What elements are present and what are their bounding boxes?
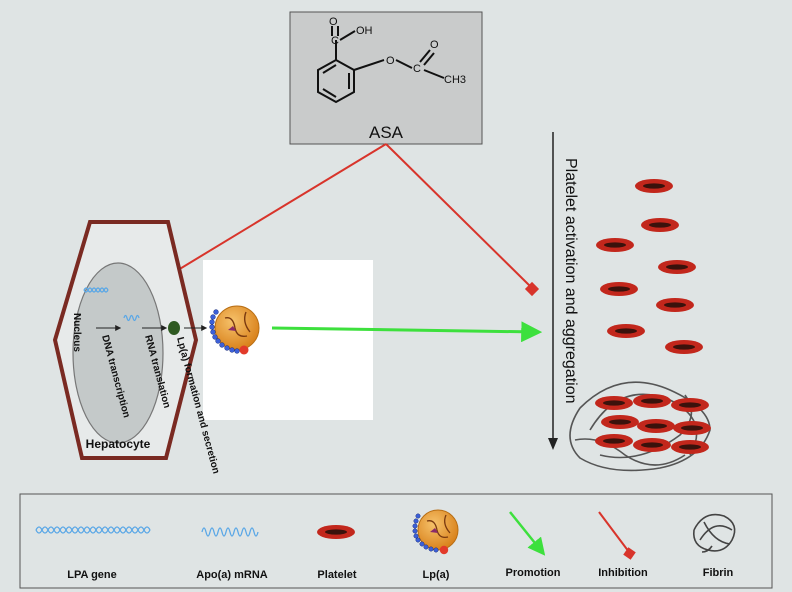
legend-item-lpa-gene: LPA gene: [35, 526, 151, 581]
platelet-icon: [641, 218, 679, 232]
platelet-icon: [665, 340, 703, 354]
legend-label-apoa-mrna: Apo(a) mRNA: [196, 569, 268, 581]
platelet-icon: [637, 419, 675, 433]
legend-label-lpa-gene: LPA gene: [67, 569, 117, 581]
platelet-icon: [601, 415, 639, 429]
drug-name: ASA: [369, 123, 404, 142]
carbonyl-oxygen-label: O: [430, 39, 439, 51]
legend-item-platelet: Platelet: [317, 525, 357, 581]
platelet-icon: [595, 396, 633, 410]
process-arrow: [548, 132, 558, 450]
legend-label-fibrin: Fibrin: [703, 567, 734, 579]
lpa-particle-icon: [209, 305, 260, 355]
apoa-protein-icon: [168, 321, 180, 335]
inhibition-arrow-to-platelets: [385, 143, 540, 297]
platelet-icon: [671, 398, 709, 412]
legend-item-fibrin: Fibrin: [692, 513, 736, 579]
legend-label-platelet: Platelet: [317, 569, 356, 581]
platelet-icon: [658, 260, 696, 274]
promotion-arrow-icon: [509, 511, 546, 556]
nucleus-label: Nucleus: [71, 313, 82, 352]
nucleus: [72, 262, 164, 444]
platelet-icon: [635, 179, 673, 193]
platelet-icon: [596, 238, 634, 252]
legend-item-lpa: Lp(a): [412, 509, 459, 581]
legend-item-apoa-mrna: Apo(a) mRNA: [196, 527, 268, 581]
platelets-scattered: [596, 179, 703, 354]
carboxyl-carbon-label: C: [331, 35, 339, 47]
methyl-label: CH3: [444, 74, 466, 86]
promotion-arrow: [271, 321, 543, 343]
fibrin-icon: [692, 513, 736, 553]
process-label: Platelet activation and aggregation: [562, 158, 579, 404]
platelet-icon: [633, 394, 671, 408]
ester-oxygen-label: O: [386, 55, 395, 67]
legend-label-promotion: Promotion: [506, 567, 561, 579]
legend: LPA gene Apo(a) mRNA Platelet: [19, 493, 773, 589]
platelet-icon: [633, 438, 671, 452]
asa-structure-box: O C OH O C O CH3 ASA: [289, 11, 483, 145]
platelet-icon: [656, 298, 694, 312]
platelet-icon: [607, 324, 645, 338]
inhibition-arrow-icon: [598, 511, 630, 553]
platelet-icon: [595, 434, 633, 448]
hydroxyl-label: OH: [356, 25, 373, 37]
lpa-gene-icon: [35, 526, 151, 534]
platelet-icon: [600, 282, 638, 296]
legend-item-promotion: Promotion: [506, 511, 561, 579]
carboxyl-oxygen-label: O: [329, 16, 338, 28]
legend-label-inhibition: Inhibition: [598, 567, 648, 579]
ester-carbon-label: C: [413, 63, 421, 75]
mrna-icon: [123, 314, 140, 322]
legend-item-inhibition: Inhibition: [598, 511, 648, 579]
platelet-icon: [317, 525, 355, 539]
aspirin-molecule: [317, 26, 445, 104]
hepatocyte-label: Hepatocyte: [86, 437, 151, 451]
lpa-particle-icon: [412, 509, 459, 555]
legend-label-lpa: Lp(a): [423, 569, 450, 581]
platelet-clot: [569, 381, 711, 472]
platelet-icon: [673, 421, 711, 435]
platelet-icon: [671, 440, 709, 454]
apoa-mrna-icon: [201, 527, 259, 537]
